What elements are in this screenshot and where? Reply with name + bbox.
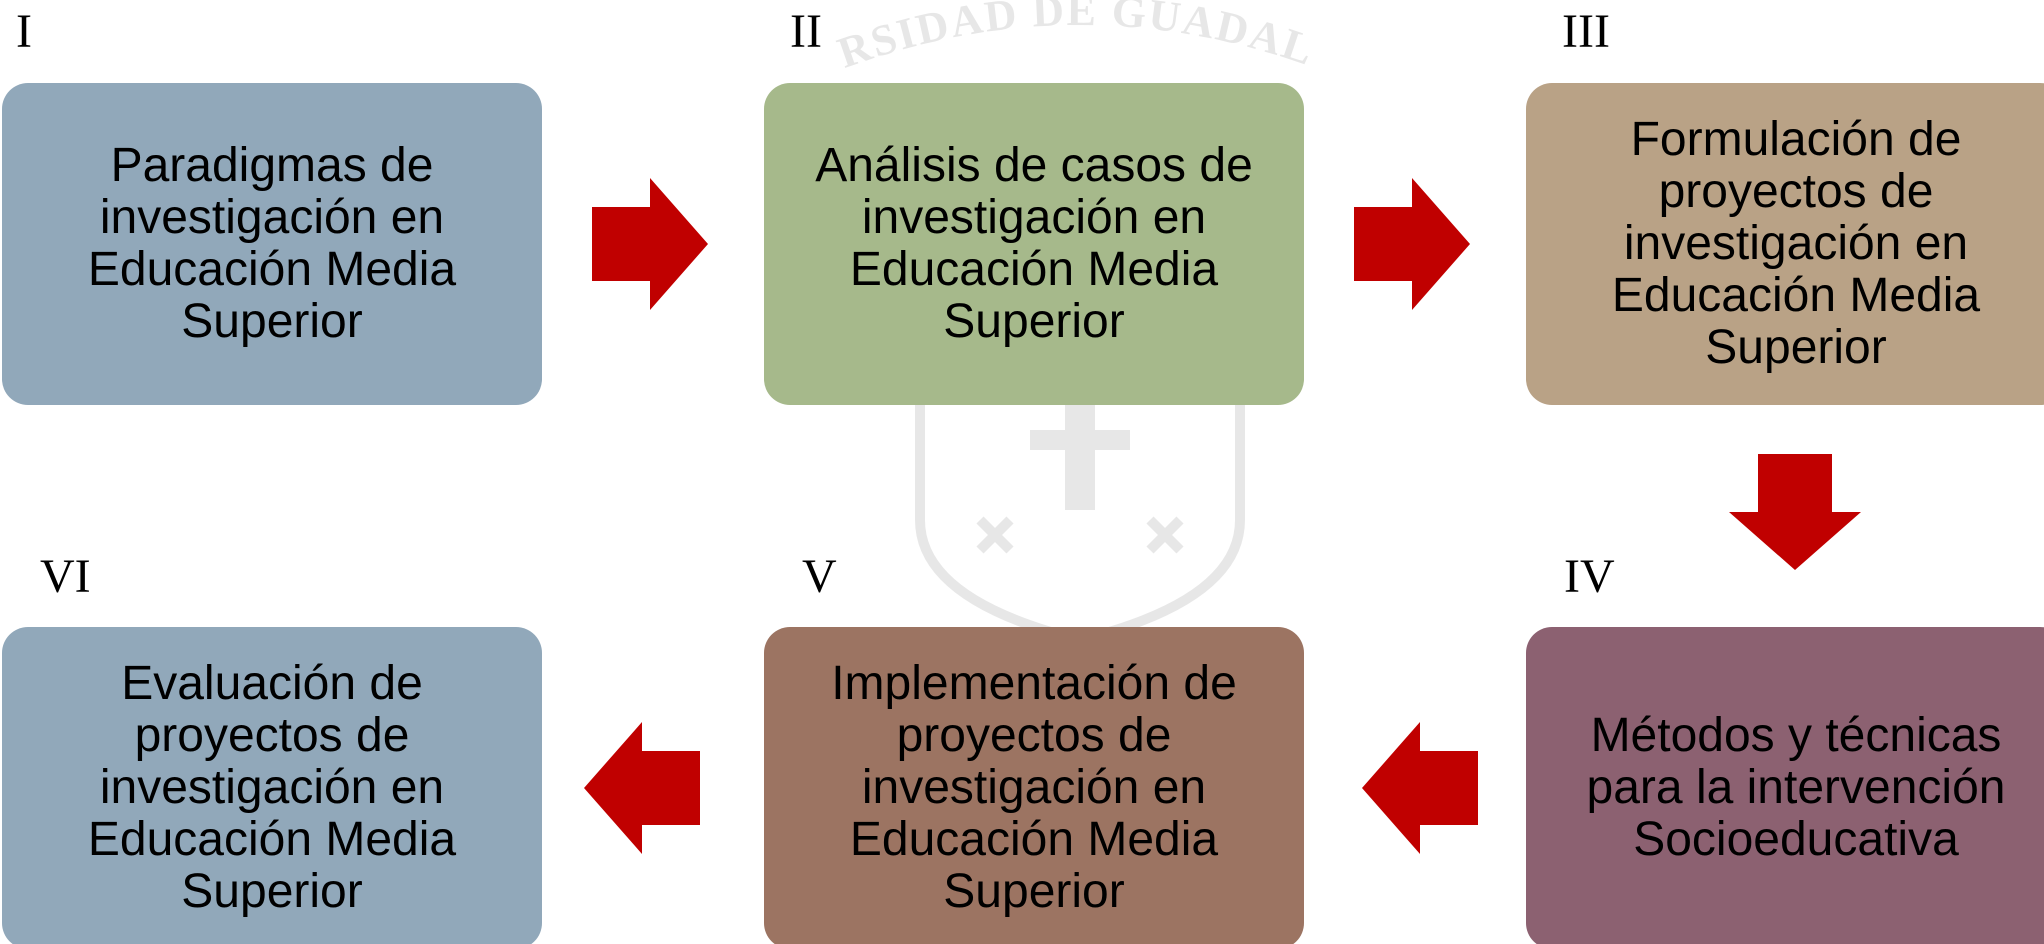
- arrow-down-icon: [1729, 454, 1861, 570]
- watermark-text: UNIVERSIDAD DE GUADALAJARA: [780, 0, 1319, 78]
- arrow-left-icon: [1362, 722, 1478, 854]
- arrow-right-icon: [592, 178, 708, 310]
- stage-box-1: Paradigmas de investigación en Educación…: [2, 83, 542, 405]
- stage-numeral-2: II: [790, 5, 822, 58]
- stage-label-1: Paradigmas de investigación en Educación…: [87, 139, 457, 348]
- stage-numeral-6: VI: [40, 550, 91, 603]
- stage-label-5: Implementación de proyectos de investiga…: [831, 657, 1237, 918]
- stage-label-2: Análisis de casos de investigación en Ed…: [815, 139, 1253, 348]
- svg-text:UNIVERSIDAD DE GUADALAJARA: UNIVERSIDAD DE GUADALAJARA: [780, 0, 1321, 78]
- stage-box-5: Implementación de proyectos de investiga…: [764, 627, 1304, 944]
- stage-numeral-4: IV: [1564, 550, 1615, 603]
- stage-numeral-3: III: [1562, 5, 1610, 58]
- stage-box-6: Evaluación de proyectos de investigación…: [2, 627, 542, 944]
- stage-label-3: Formulación de proyectos de investigació…: [1611, 113, 1981, 374]
- stage-numeral-5: V: [802, 550, 837, 603]
- stage-box-3: Formulación de proyectos de investigació…: [1526, 83, 2044, 405]
- arrow-right-icon: [1354, 178, 1470, 310]
- stage-numeral-1: I: [16, 5, 32, 58]
- stage-label-4: Métodos y técnicas para la intervención …: [1586, 709, 2006, 866]
- stage-label-6: Evaluación de proyectos de investigación…: [87, 657, 457, 918]
- stage-box-4: Métodos y técnicas para la intervención …: [1526, 627, 2044, 944]
- stage-box-2: Análisis de casos de investigación en Ed…: [764, 83, 1304, 405]
- arrow-left-icon: [584, 722, 700, 854]
